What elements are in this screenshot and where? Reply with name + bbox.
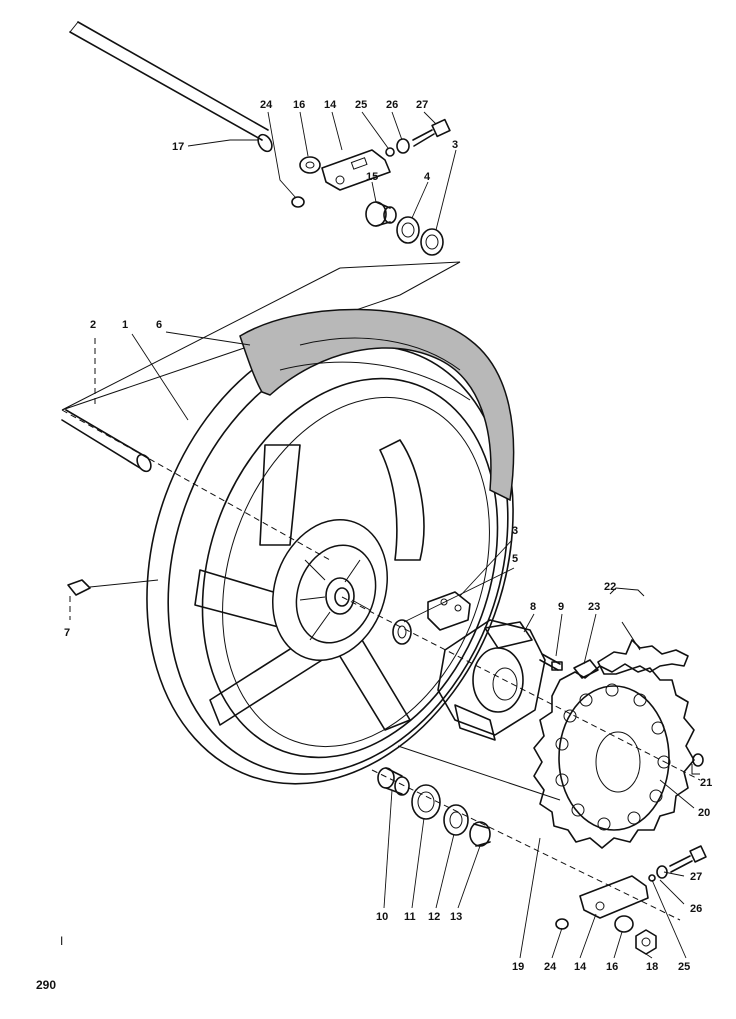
label-16-upper: 16 xyxy=(293,99,305,111)
label-17: 17 xyxy=(172,141,184,153)
bolt-27-lower xyxy=(648,845,707,882)
label-23: 23 xyxy=(588,601,600,613)
washer-16-upper xyxy=(299,156,321,174)
label-14-upper: 14 xyxy=(324,99,337,111)
bolt-24-upper xyxy=(291,196,305,208)
chain-22 xyxy=(597,587,689,675)
label-4: 4 xyxy=(424,171,431,183)
bearing-12 xyxy=(443,804,469,836)
label-13: 13 xyxy=(450,911,462,923)
label-16-lower: 16 xyxy=(606,961,618,973)
stud-bolt-9 xyxy=(539,653,563,671)
lower-centerline xyxy=(371,769,681,921)
bearing-4 xyxy=(396,216,420,244)
label-19: 19 xyxy=(512,961,524,973)
oil-seal-3-lower xyxy=(392,619,412,645)
upper-group-outline xyxy=(61,261,461,411)
label-21: 21 xyxy=(700,777,712,789)
bearing-11 xyxy=(411,784,441,820)
leader-lines xyxy=(131,111,695,959)
label-24-lower: 24 xyxy=(544,961,557,973)
side-mark: I xyxy=(60,934,64,948)
label-27-lower: 27 xyxy=(690,871,702,883)
oil-seal-3-upper xyxy=(420,228,444,256)
label-6: 6 xyxy=(156,319,162,331)
label-3-lower: 3 xyxy=(512,525,518,537)
lower-group-outline xyxy=(397,745,561,801)
spacer-5 xyxy=(427,591,471,631)
label-11: 11 xyxy=(404,911,416,923)
label-3-upper: 3 xyxy=(452,139,458,151)
label-9: 9 xyxy=(558,601,564,613)
label-24-upper: 24 xyxy=(260,99,273,111)
label-26-upper: 26 xyxy=(386,99,398,111)
sprocket-hub-8 xyxy=(437,619,546,741)
axle-centerline xyxy=(61,338,331,561)
label-15: 15 xyxy=(366,171,378,183)
label-18: 18 xyxy=(646,961,658,973)
label-1: 1 xyxy=(122,319,128,331)
label-25-lower: 25 xyxy=(678,961,690,973)
label-22: 22 xyxy=(604,581,616,593)
nut-21 xyxy=(691,753,704,775)
label-14-lower: 14 xyxy=(574,961,587,973)
wheel-rim xyxy=(146,325,514,785)
collar-13 xyxy=(469,821,491,847)
chain-adjuster-14-upper xyxy=(321,149,391,191)
label-2: 2 xyxy=(90,319,96,331)
bolt-24-lower xyxy=(555,918,569,930)
label-8: 8 xyxy=(530,601,536,613)
wheel-hub xyxy=(272,519,388,661)
washer-16-lower xyxy=(614,915,634,933)
label-26-lower: 26 xyxy=(690,903,702,915)
collar-15 xyxy=(365,201,397,227)
lock-washer-23 xyxy=(573,659,599,679)
tire xyxy=(239,308,515,502)
axle-lower xyxy=(61,409,152,473)
rear-sprocket-19 xyxy=(533,663,695,849)
valve-7 xyxy=(67,579,159,620)
label-5: 5 xyxy=(512,553,518,565)
nut-18 xyxy=(635,929,657,955)
part-labels: 17 24 16 14 25 26 27 3 15 4 2 1 6 7 3 5 … xyxy=(64,99,712,973)
chain-adjuster-14-lower xyxy=(579,875,649,919)
label-10: 10 xyxy=(376,911,388,923)
label-7: 7 xyxy=(64,627,70,639)
label-25-upper: 25 xyxy=(355,99,367,111)
collar-10 xyxy=(377,767,410,796)
axle-upper xyxy=(69,21,273,153)
label-27-upper: 27 xyxy=(416,99,428,111)
hub-centerline xyxy=(341,596,701,781)
page-number: 290 xyxy=(36,978,57,992)
nut-25-26-27-upper xyxy=(385,118,451,157)
label-12: 12 xyxy=(428,911,440,923)
label-20: 20 xyxy=(698,807,710,819)
